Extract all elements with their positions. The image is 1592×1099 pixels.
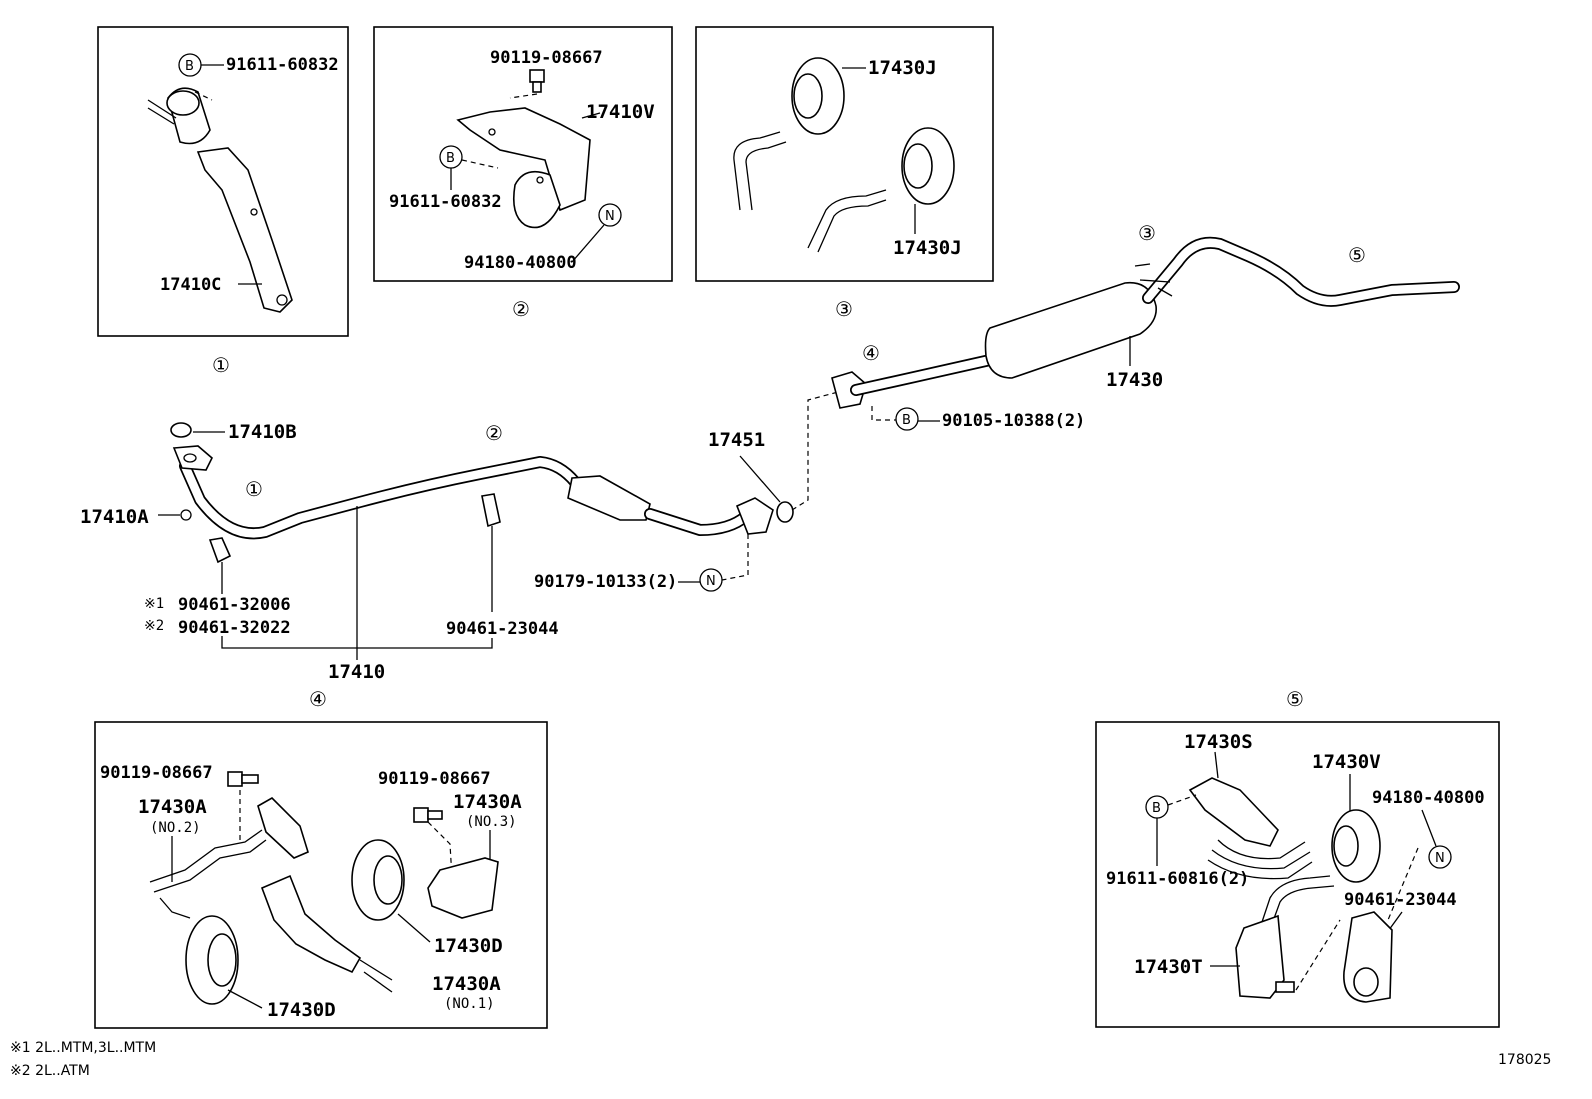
label-17430a-no1: 17430A [432,973,501,995]
hanger-clip-part [1343,911,1393,1003]
label-90105-10388: 90105-10388(2) [942,411,1085,431]
label-17430d: 17430D [434,935,503,957]
hanger-clip-b [481,493,501,528]
detail-box-1: B 91611-60832 17410C [97,26,349,337]
callout-4-main: ④ [862,341,880,365]
rubber-hanger-part [791,57,845,135]
label-17451: 17451 [708,429,765,451]
label-17430v: 17430V [1312,751,1381,773]
label-90179-10133: 90179-10133(2) [534,572,677,592]
callout-5-main: ⑤ [1348,243,1366,267]
note-mark-2: ※2 [144,618,164,634]
label-17410a: 17410A [80,506,149,528]
detail-box-2: 90119-08667 17410V B 91611-60832 N 94180… [373,26,673,282]
label-17430a-no2: 17430A [138,796,207,818]
label-17410b: 17410B [228,421,297,443]
label-90119-08667-c: 90119-08667 [378,769,491,789]
bolt-b-marker [895,407,919,431]
sub-no2: (NO.2) [150,820,201,836]
rubber-hanger-part [1331,809,1381,883]
nut-n-marker [598,203,622,227]
callout-1-main: ① [245,477,263,501]
bolt-part [413,807,429,823]
label-94180-40800: 94180-40800 [464,253,577,273]
detail-box-4: 90119-08667 17430A (NO.2) 17430D 90119-0… [94,721,548,1029]
marker-letter: B [185,59,194,74]
label-17430d-b: 17430D [267,999,336,1021]
hanger-clip-a [208,537,232,564]
label-90461-32022: 90461-32022 [178,618,291,638]
label-90119-08667: 90119-08667 [490,48,603,68]
marker-letter: N [1435,851,1445,866]
label-90461-23044: 90461-23044 [446,619,559,639]
label-17430s: 17430S [1184,731,1253,753]
callout-4: ④ [309,687,327,711]
callout-3-main: ③ [1138,221,1156,245]
label-17430j: 17430J [868,57,937,79]
bracket-17410c-part [196,147,293,313]
bolt-part [227,771,243,787]
rubber-hanger-part [185,915,239,1005]
marker-letter: B [1152,801,1161,816]
label-17430t: 17430T [1134,956,1203,978]
label-90461-32006: 90461-32006 [178,595,291,615]
bolt-part [529,69,545,93]
sub-no3: (NO.3) [466,814,517,830]
note-mark-1: ※1 [144,596,164,612]
footnote-1: ※1 2L..MTM,3L..MTM [10,1040,156,1056]
label-91611-60832: 91611-60832 [226,55,339,75]
callout-1: ① [212,353,230,377]
nut-n-marker [699,568,723,592]
label-17410: 17410 [328,661,385,683]
label-90461-23044-b: 90461-23044 [1344,890,1457,910]
main-exhaust-assembly: 17410B 17410A ※1 90461-32006 ※2 90461-32… [80,221,1460,683]
label-94180-40800-b: 94180-40800 [1372,788,1485,808]
marker-letter: B [902,413,911,428]
bracket-17430a-part [149,797,393,993]
rubber-hanger-part [351,839,405,921]
detail-box-3: 17430J 17430J [695,26,994,282]
callout-3: ③ [835,297,853,321]
bracket-17430a-no3-part [427,857,499,919]
label-17410c: 17410C [160,275,221,295]
rubber-hanger-part [901,127,955,205]
label-17430a-no3: 17430A [453,791,522,813]
callout-2: ② [512,297,530,321]
label-17410v: 17410V [586,101,655,123]
marker-letter: B [446,151,455,166]
figure-id: 178025 [1498,1052,1551,1068]
hanger-ring-part [147,87,211,145]
bracket-17430s-part [1188,777,1313,880]
nut-17410a [180,509,192,521]
callout-2-main: ② [485,421,503,445]
marker-letter: N [605,209,615,224]
gasket-17410b [170,422,192,438]
bracket-17430t-part [1235,875,1335,999]
label-17430: 17430 [1106,369,1163,391]
bracket-17410v-part [456,107,591,229]
detail-box-5: 17430S B 91611-60816(2) 17430V 94180-408… [1095,721,1500,1028]
gasket-17451 [776,501,794,523]
footnote-2: ※2 2L..ATM [10,1063,90,1079]
callout-5: ⑤ [1286,687,1304,711]
sub-no1: (NO.1) [444,996,495,1012]
label-17430j-b: 17430J [893,237,962,259]
marker-letter: N [706,574,716,589]
label-90119-08667-b: 90119-08667 [100,763,213,783]
label-91611-60816: 91611-60816(2) [1106,869,1249,889]
label-91611-60832-b: 91611-60832 [389,192,502,212]
nut-n-marker [1428,845,1452,869]
